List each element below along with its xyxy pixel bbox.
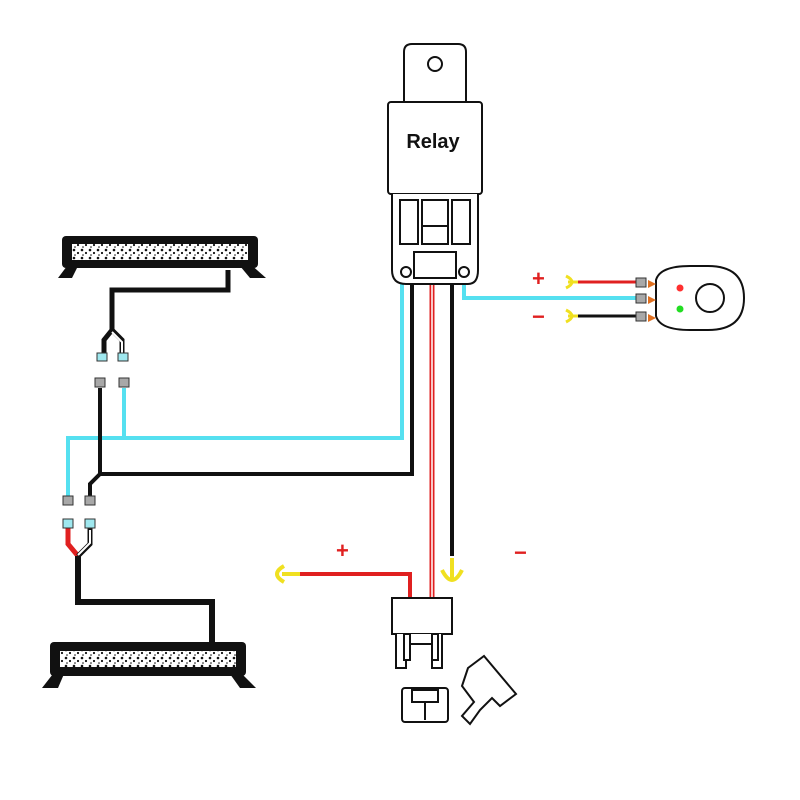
switch-pin-middle — [635, 293, 647, 304]
switch-led-green — [676, 305, 684, 313]
relay: Relay — [387, 43, 483, 285]
switch-button — [695, 283, 725, 313]
fuse-holder-icon — [391, 597, 453, 635]
fuse-holder-cap — [460, 654, 518, 726]
ring-terminal-icon — [565, 274, 578, 290]
top-light-bar-lens-pattern — [72, 244, 248, 260]
bottom-bar-black-wire — [75, 556, 215, 644]
switch-orange-tab-bottom — [648, 314, 656, 322]
bottom-light-bar-lens-pattern — [60, 651, 236, 667]
fuse-holder — [391, 597, 518, 726]
relay-socket-hole-left — [400, 266, 412, 278]
switch-led-red — [676, 284, 684, 292]
harness-plug-bottom-black — [84, 495, 96, 506]
top-bar-plug-cyan — [96, 352, 108, 362]
bottom-light-bar — [42, 642, 256, 688]
switch-minus-sign: − — [532, 304, 545, 329]
switch-orange-tab-top — [648, 280, 656, 288]
relay-to-switch-cyan-wire — [462, 284, 636, 300]
top-light-bar — [58, 236, 266, 278]
relay-to-lights-black-wire — [88, 284, 414, 498]
bottom-bar-red-wire — [65, 528, 80, 558]
bottom-bar-white-wire-inner — [77, 530, 91, 556]
harness-plug-top-black — [94, 377, 106, 388]
relay-label: Relay — [406, 131, 460, 153]
light-bar-connectors — [62, 352, 130, 529]
wires — [65, 270, 636, 644]
top-bar-black-wire — [101, 270, 231, 356]
bottom-bar-plug-red — [62, 518, 74, 529]
relay-tab-hole — [427, 56, 443, 72]
switch-pin-top — [635, 277, 647, 288]
switch-plus-sign: + — [532, 266, 545, 291]
fuse-holder-pin-right — [431, 633, 439, 661]
harness-plug-top-cyan — [118, 377, 130, 388]
switch-orange-tab-middle — [648, 296, 656, 304]
switch-pin-bottom — [635, 311, 647, 322]
ring-terminal-icon — [440, 558, 464, 582]
rocker-switch — [635, 265, 746, 331]
relay-socket-hole-right — [458, 266, 470, 278]
relay-socket-slot-center — [421, 199, 449, 245]
relay-to-lights-cyan-wire — [66, 284, 404, 498]
top-bar-plug-white — [117, 352, 129, 362]
battery-plus-sign: + — [336, 538, 349, 563]
top-bar-white-wire-inner — [111, 331, 123, 356]
bottom-bar-plug-white — [84, 518, 96, 529]
relay-socket-slot-left — [399, 199, 419, 245]
blade-fuse-top — [411, 689, 439, 703]
relay-mounting-tab — [403, 43, 467, 104]
fuse-holder-pin-left — [403, 633, 411, 661]
battery-plus-red-wire — [300, 572, 412, 598]
relay-socket-slot-right — [451, 199, 471, 245]
ring-terminal-icon — [565, 308, 578, 324]
battery-minus-sign: − — [514, 540, 527, 565]
relay-socket-base — [413, 251, 457, 279]
ring-terminal-icon — [275, 564, 300, 584]
harness-plug-bottom-cyan — [62, 495, 74, 506]
